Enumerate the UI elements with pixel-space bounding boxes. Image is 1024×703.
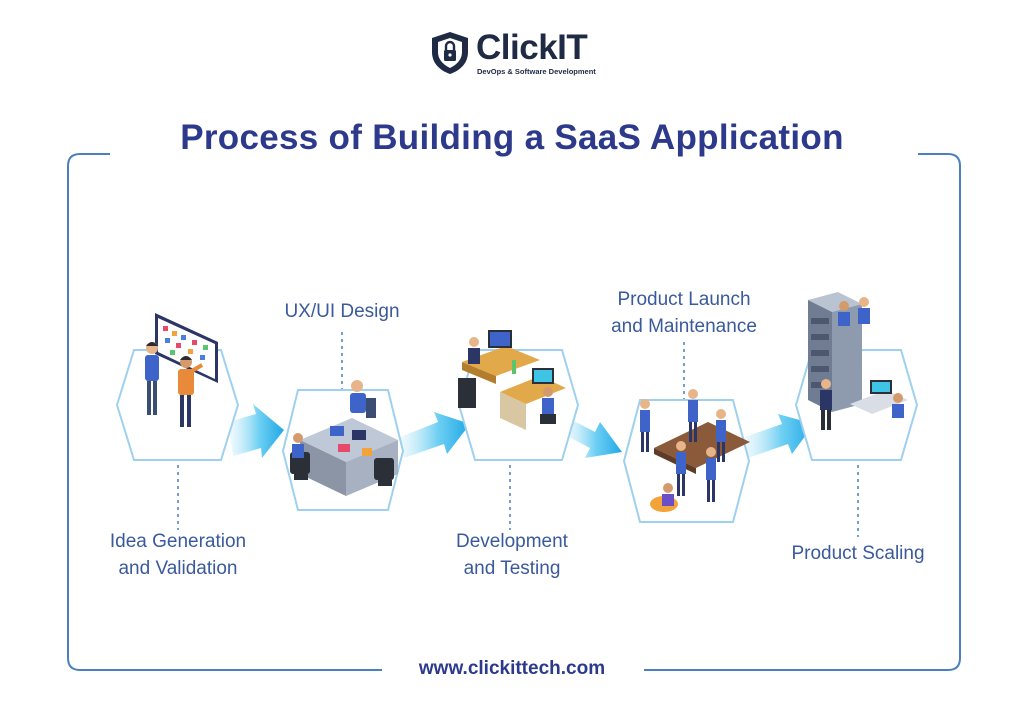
stage-label-line: UX/UI Design bbox=[284, 301, 400, 322]
design-desk-illustration bbox=[290, 380, 398, 496]
brand-name: ClickIT bbox=[476, 28, 588, 67]
stage-label-development: Development and Testing bbox=[412, 528, 612, 582]
stage-label-line: Product Launch bbox=[617, 289, 751, 310]
stage-hexagon-1 bbox=[115, 349, 240, 461]
brand-logo: ClickIT DevOps & Software Development bbox=[428, 28, 608, 78]
server-rack-illustration bbox=[808, 292, 908, 430]
stage-label-line: and Maintenance bbox=[611, 316, 757, 337]
idea-whiteboard-illustration bbox=[145, 313, 218, 427]
developer-workstation-illustration bbox=[458, 330, 566, 430]
stage-label-line: Development bbox=[456, 531, 568, 552]
flow-arrow-1 bbox=[228, 404, 284, 458]
stage-label-scaling: Product Scaling bbox=[756, 540, 960, 567]
team-meeting-illustration bbox=[640, 389, 750, 512]
flow-arrow-2 bbox=[398, 412, 470, 458]
page-title: Process of Building a SaaS Application bbox=[180, 118, 844, 157]
shield-lock-icon bbox=[432, 32, 468, 74]
brand-tagline: DevOps & Software Development bbox=[477, 67, 596, 76]
stage-label-line: and Testing bbox=[463, 558, 561, 579]
footer-url[interactable]: www.clickittech.com bbox=[418, 658, 606, 679]
stage-label-launch: Product Launch and Maintenance bbox=[574, 286, 794, 340]
stage-label-line: and Validation bbox=[118, 558, 238, 579]
stage-label-design: UX/UI Design bbox=[242, 298, 442, 325]
flow-arrow-4 bbox=[742, 414, 814, 458]
flow-arrow-3 bbox=[563, 418, 622, 458]
stage-label-line: Idea Generation bbox=[109, 531, 247, 552]
frame-border bbox=[67, 153, 961, 671]
stage-label-line: Product Scaling bbox=[791, 543, 925, 564]
stage-label-idea: Idea Generation and Validation bbox=[78, 528, 278, 582]
